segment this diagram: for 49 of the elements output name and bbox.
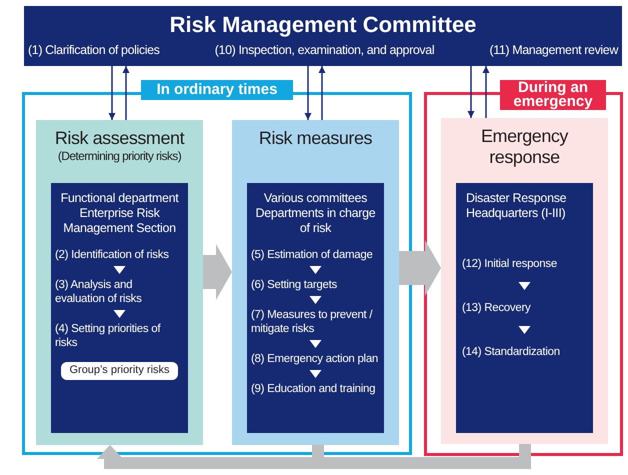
flow-arrow [399,240,441,296]
unit-box [247,183,384,433]
process-label: (11) Management review [489,44,618,56]
step-arrow [310,340,322,348]
unit-box [51,183,188,433]
step-text: (12) Initial response [462,258,557,270]
step-text: (3) Analysis and evaluation of risks [55,279,142,305]
step-text: (6) Setting targets [251,279,337,291]
step-text: (8) Emergency action plan [251,353,378,365]
panel-heading: Risk assessment [54,128,186,149]
unit-heading: Various committees Departments in charge of risk [254,191,376,236]
step-text: (14) Standardization [462,346,560,358]
unit-heading: Functional department Enterprise Risk Management Section [60,191,180,236]
committee-title: Risk Management Committee [170,14,476,36]
stage-panel [441,118,608,444]
unit-heading: Disaster Response Headquarters (I-III) [465,191,568,221]
step-text: (2) Identification of risks [55,249,169,261]
step-arrow [518,282,530,290]
unit-box [456,183,593,433]
step-arrow [310,370,322,378]
process-label: (10) Inspection, examination, and approval [214,44,434,56]
panel-heading: Emergency response [480,126,570,168]
arrow [304,66,312,120]
arrow [318,66,326,120]
step-text: (4) Setting priorities of risks [55,323,160,349]
process-label: (1) Clarification of policies [28,44,160,56]
step-arrow [310,266,322,274]
arrow [482,66,490,118]
feedback-arrow [97,444,531,469]
section-tag: In ordinary times [141,80,293,100]
step-arrow [114,310,126,318]
panel-subheading: (Determining priority risks) [58,149,182,164]
panel-heading: Risk measures [258,128,374,149]
step-text: (7) Measures to prevent / mitigate risks [251,309,372,335]
step-text: (9) Education and training [251,383,376,395]
arrow [108,66,116,120]
step-text: (13) Recovery [462,302,530,314]
committee-box [24,6,622,66]
result-pill: Group’s priority risks [61,362,178,380]
arrow [468,66,474,118]
step-arrow [114,266,126,274]
step-arrow [310,296,322,304]
arrow [122,66,130,120]
section-tag: During an emergency [500,80,606,110]
stage-panel [36,120,203,445]
step-arrow [518,326,530,334]
stage-panel [232,120,399,445]
flow-arrow [203,244,232,300]
step-text: (5) Estimation of damage [251,249,373,261]
